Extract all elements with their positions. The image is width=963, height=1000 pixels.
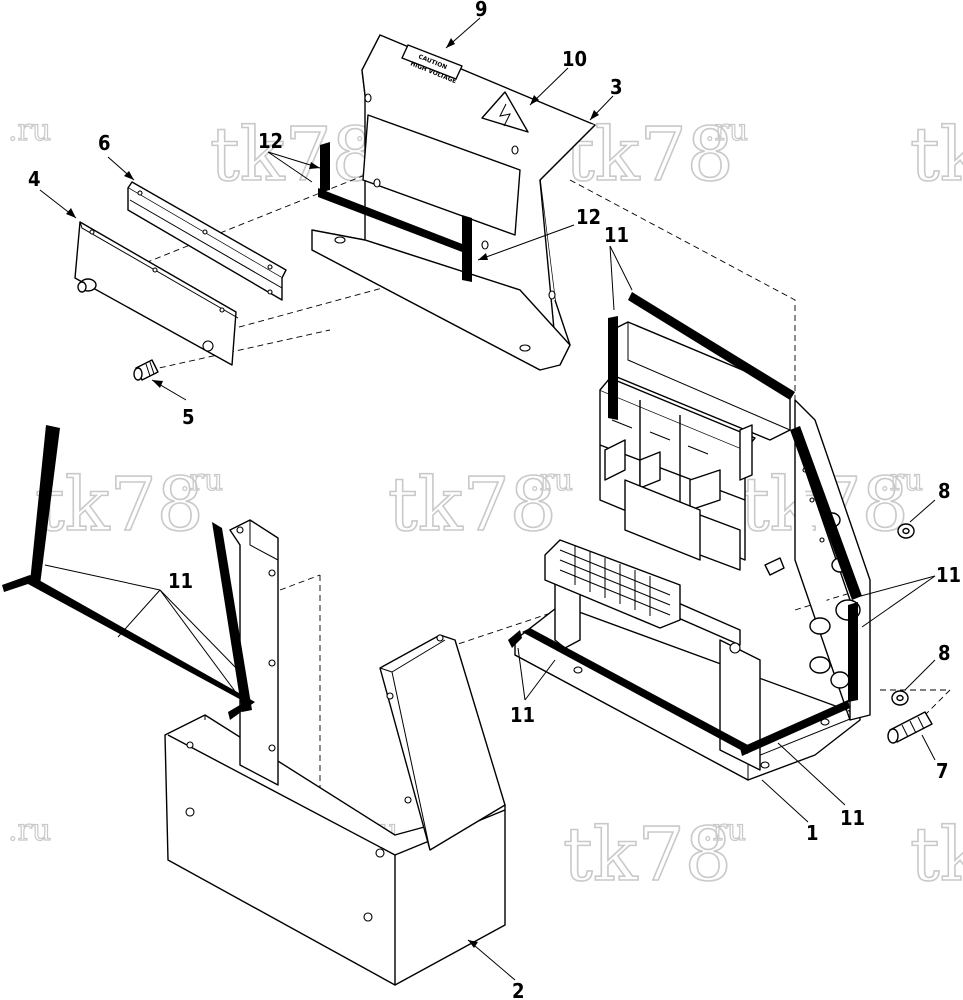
bottom-enclosure <box>164 519 506 986</box>
washer-upper <box>897 523 915 539</box>
top-cover: CAUTION HIGH VOLTAGE <box>311 34 596 371</box>
callout-4: 4 <box>28 167 41 191</box>
watermark-sub: .ru <box>703 813 746 848</box>
watermark-sub: .ru <box>880 463 923 498</box>
watermark-main: tk78 <box>388 462 557 548</box>
callout-10: 10 <box>562 47 587 71</box>
washer-lower <box>891 690 909 706</box>
callout-11-left: 11 <box>168 569 193 593</box>
mounting-plate <box>74 221 239 366</box>
callout-3: 3 <box>610 75 623 99</box>
cable-connector <box>887 711 933 744</box>
main-control-box <box>514 321 871 781</box>
callout-7: 7 <box>936 759 949 783</box>
callout-12-upper: 12 <box>258 129 283 153</box>
callout-9: 9 <box>475 0 488 21</box>
callout-2: 2 <box>512 979 525 1000</box>
watermark-main: tk78 <box>210 112 379 198</box>
callout-11-bottom: 11 <box>840 806 865 830</box>
watermark-main: tk78 <box>910 812 963 898</box>
callout-5: 5 <box>182 405 195 429</box>
left-gaskets <box>2 425 255 720</box>
callout-11-right: 11 <box>936 563 961 587</box>
watermark-main: tk78 <box>910 112 963 198</box>
watermark-sub: .ru <box>530 463 573 498</box>
callout-8-upper: 8 <box>938 479 951 503</box>
callout-labels: 9 10 3 12 12 6 4 5 11 11 11 11 11 8 8 7 … <box>28 0 961 1000</box>
callout-12-lower: 12 <box>576 205 601 229</box>
watermark-main: tk78 <box>35 462 204 548</box>
watermark-main: tk78 <box>563 812 732 898</box>
callout-8-lower: 8 <box>938 641 951 665</box>
leader-lines <box>39 17 936 981</box>
callout-11-base: 11 <box>510 703 535 727</box>
bracket-strip <box>127 181 287 301</box>
callout-11-top: 11 <box>604 223 629 247</box>
callout-6: 6 <box>98 131 111 155</box>
watermark-sub: .ru <box>8 813 51 848</box>
watermark-sub: .ru <box>180 463 223 498</box>
right-gaskets <box>508 292 862 756</box>
callout-1: 1 <box>806 821 819 845</box>
watermark-sub: .ru <box>705 113 748 148</box>
screw <box>133 359 159 381</box>
watermark-sub: .ru <box>8 113 51 148</box>
